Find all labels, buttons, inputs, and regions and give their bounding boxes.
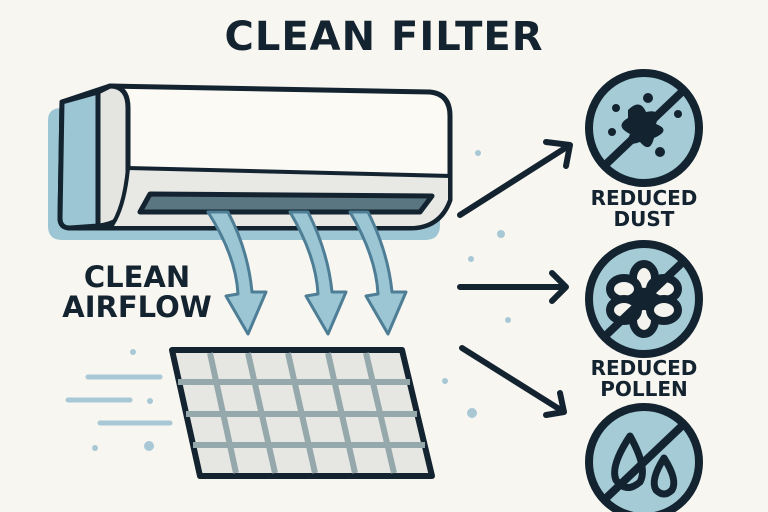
clean-airflow-label: CLEAN AIRFLOW: [52, 262, 222, 323]
arrow-to-moisture: [459, 345, 567, 418]
motion-lines: [65, 374, 173, 426]
benefit-dust-line1: REDUCED: [590, 186, 698, 210]
ac-unit-front-cap: [95, 83, 131, 229]
airflow-arrow-2: [288, 210, 348, 336]
benefit-pollen-line1: REDUCED: [590, 356, 698, 380]
benefit-dust-line2: DUST: [613, 207, 675, 231]
arrow-to-dust: [457, 139, 573, 218]
benefit-arrows: [457, 139, 573, 418]
clean-airflow-line2: AIRFLOW: [62, 290, 212, 325]
no-pollen-icon: [585, 240, 703, 358]
airflow-arrows: [206, 210, 408, 336]
benefit-label-pollen: REDUCED POLLEN: [569, 358, 719, 400]
benefit-label-dust: REDUCED DUST: [569, 188, 719, 230]
airflow-arrow-1: [206, 210, 268, 336]
ac-unit-side-panel: [57, 89, 101, 231]
benefit-pollen-line2: POLLEN: [600, 377, 688, 401]
particles: [92, 150, 511, 451]
no-dust-icon: [585, 69, 703, 187]
air-filter: [169, 347, 435, 479]
no-moisture-icon: [585, 403, 703, 512]
page-title: CLEAN FILTER: [224, 14, 544, 60]
airflow-arrow-3: [348, 210, 408, 336]
ac-vent: [137, 191, 435, 215]
clean-airflow-line1: CLEAN: [83, 260, 191, 294]
arrow-to-pollen: [457, 270, 569, 304]
